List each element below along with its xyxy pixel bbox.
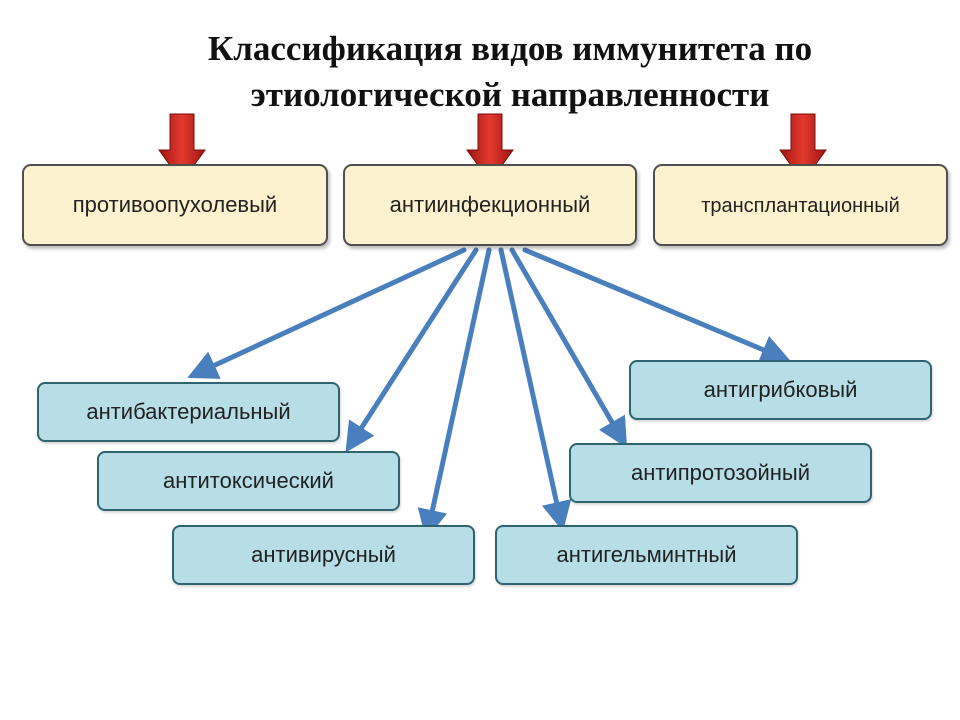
subtype-antifungal-label: антигрибковый — [703, 377, 858, 402]
connector-antiviral — [417, 247, 492, 540]
connector-antiprotozoal — [509, 247, 628, 449]
subtype-antiviral-label: антивирусный — [251, 542, 396, 567]
category-transplantation-label: трансплантационный — [701, 195, 900, 217]
diagram-title: Классификация видов иммунитета по этиоло… — [120, 26, 900, 118]
connector-antibacterial — [187, 247, 467, 379]
connector-antihelminthic — [498, 247, 572, 532]
subtype-antiviral: антивирусный — [172, 525, 475, 585]
title-line-2: этиологической направленности — [250, 75, 770, 114]
category-anti-infectious-label: антиинфекционный — [389, 192, 591, 217]
subtype-antibacterial: антибактериальный — [37, 382, 340, 442]
subtype-antibacterial-label: антибактериальный — [86, 399, 291, 424]
subtype-antitoxic-label: антитоксический — [163, 468, 334, 493]
category-antitumor: противоопухолевый — [22, 164, 328, 246]
subtype-antiprotozoal: антипротозойный — [569, 443, 872, 503]
subtype-antitoxic: антитоксический — [97, 451, 400, 511]
connector-antitoxic — [345, 247, 479, 453]
subtype-antifungal: антигрибковый — [629, 360, 932, 420]
subtype-antiprotozoal-label: антипротозойный — [630, 460, 811, 485]
category-transplantation: трансплантационный — [653, 164, 948, 246]
category-anti-infectious: антиинфекционный — [343, 164, 637, 246]
title-line-1: Классификация видов иммунитета по — [207, 29, 813, 68]
connector-antifungal — [522, 247, 791, 364]
subtype-antihelminthic-label: антигельминтный — [556, 542, 737, 567]
subtype-antihelminthic: антигельминтный — [495, 525, 798, 585]
category-antitumor-label: противоопухолевый — [72, 192, 278, 217]
